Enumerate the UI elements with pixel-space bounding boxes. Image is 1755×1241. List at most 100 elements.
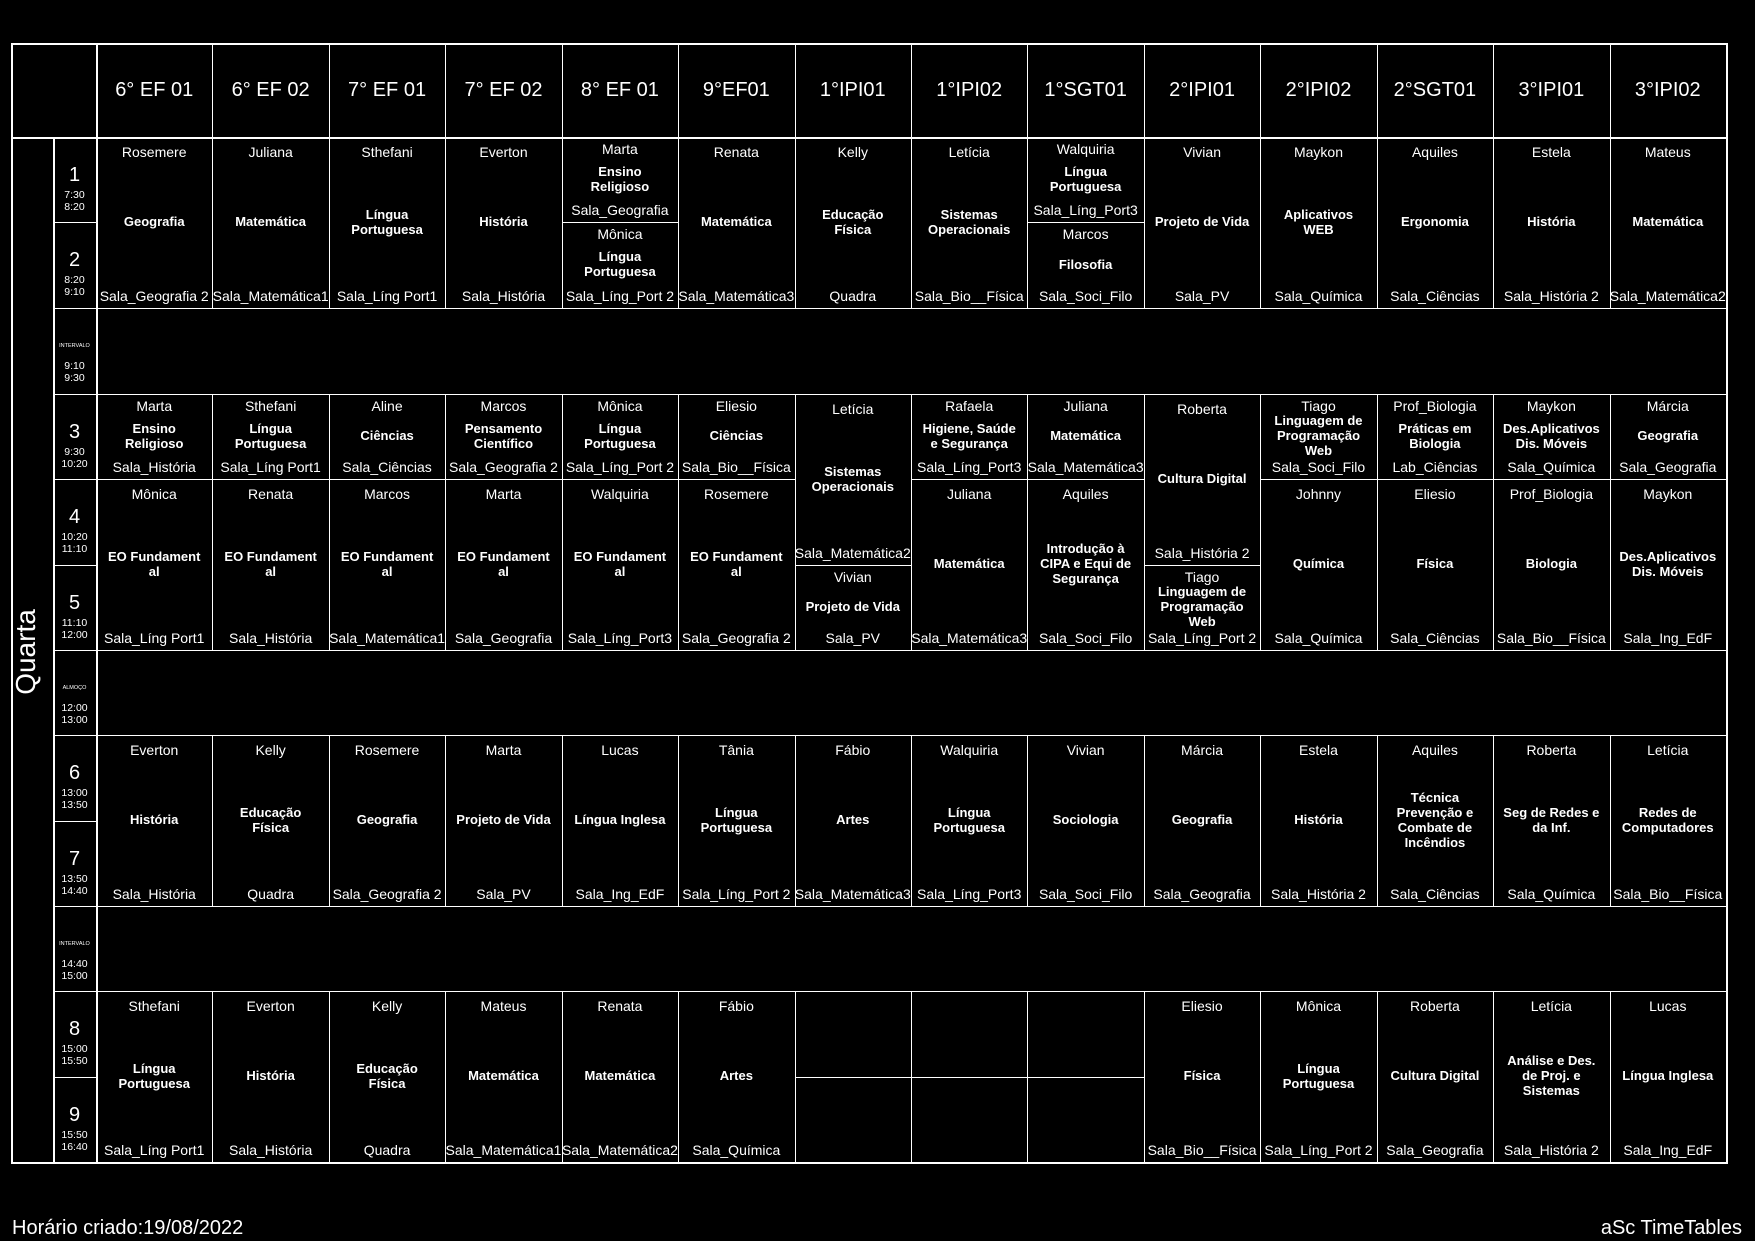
lesson-room: Sala_História	[229, 630, 313, 646]
lesson-subject: Língua Portuguesa	[584, 249, 656, 279]
lesson-border	[1609, 991, 1727, 992]
column-divider	[1609, 394, 1611, 650]
lesson-room: Sala_História	[112, 886, 196, 902]
column-divider	[212, 43, 214, 137]
lesson-room: Sala_Geografia	[1153, 886, 1251, 902]
lesson-room: Sala_História 2	[1503, 1142, 1599, 1158]
lesson-subject: História	[1527, 214, 1576, 229]
lesson-border	[212, 137, 330, 138]
class-header: 3°IPI01	[1518, 79, 1585, 101]
column-divider	[328, 394, 330, 650]
lesson-teacher: Marta	[602, 141, 638, 157]
column-divider	[1260, 735, 1262, 906]
lesson-subject: EO Fundament al	[224, 548, 317, 579]
lesson-room: Lab_Ciências	[1392, 459, 1478, 475]
lesson-teacher: Mateus	[1644, 144, 1691, 160]
lesson-border	[96, 906, 214, 907]
lesson-border	[1143, 394, 1262, 395]
lesson-teacher: Kelly	[255, 742, 286, 758]
lesson-subject: Higiene, Saúde e Segurança	[922, 420, 1016, 451]
lesson-border	[328, 1162, 447, 1163]
column-divider	[212, 735, 214, 906]
lesson-border	[678, 906, 796, 907]
lesson-teacher: Marcos	[480, 398, 527, 414]
lesson-room: Sala_História 2	[1503, 288, 1599, 304]
lesson-room: Quadra	[829, 288, 877, 304]
lesson-border	[1609, 394, 1727, 395]
lesson-teacher: Juliana	[947, 486, 992, 502]
lesson-room: Sala_Líng Port1	[104, 1142, 205, 1158]
break-time: 14:40 15:00	[61, 958, 88, 982]
lesson-border	[794, 906, 912, 907]
break-label: INTERVALO	[59, 343, 90, 349]
lesson-border	[212, 1162, 330, 1163]
lesson-border	[1143, 735, 1262, 736]
lesson-subject: EO Fundament al	[690, 548, 783, 579]
lesson-border	[561, 650, 680, 651]
lesson-subject: Geografia	[356, 812, 418, 827]
lesson-subject: Educação Física	[356, 1060, 418, 1091]
lesson-room: Sala_Ciências	[1390, 288, 1480, 304]
lesson-room: Sala_Ciências	[1390, 630, 1480, 646]
column-divider	[678, 735, 680, 906]
period-separator	[53, 565, 96, 566]
lesson-teacher: Everton	[130, 742, 179, 758]
lesson-border	[445, 137, 563, 138]
lesson-subject: Língua Portuguesa	[933, 804, 1005, 835]
lesson-border	[96, 735, 214, 736]
lesson-border	[212, 650, 330, 651]
lesson-teacher: Renata	[248, 486, 294, 502]
lesson-room: Quadra	[363, 1142, 411, 1158]
period-separator	[53, 222, 96, 223]
lesson-teacher: Aquiles	[1411, 144, 1458, 160]
lesson-border	[328, 308, 447, 309]
lesson-room: Sala_PV	[476, 886, 531, 902]
lesson-room: Sala_Geografia 2	[449, 459, 558, 475]
lesson-subject: Introdução à CIPA e Equi de Segurança	[1040, 541, 1132, 586]
lesson-border	[328, 735, 447, 736]
column-divider	[328, 43, 330, 137]
lesson-border	[794, 394, 912, 395]
column-divider	[445, 137, 447, 308]
lesson-subject: Cultura Digital	[1157, 471, 1247, 486]
lesson-room: Sala_PV	[825, 630, 881, 646]
period-time: 13:00 13:50	[61, 787, 88, 811]
lesson-border	[445, 650, 563, 651]
lesson-border	[561, 991, 680, 992]
lesson-teacher: Aquiles	[1411, 742, 1458, 758]
lesson-teacher: Everton	[246, 998, 295, 1014]
lesson-teacher: Renata	[713, 144, 759, 160]
lesson-subject: Língua Portuguesa	[351, 206, 423, 237]
lesson-subject: Matemática	[235, 214, 307, 229]
column-divider	[911, 991, 912, 1162]
column-divider	[445, 43, 447, 137]
lesson-teacher: Vivian	[1183, 144, 1221, 160]
break-label: ALMOÇO	[62, 685, 87, 691]
lesson-room: Sala_Matemática3	[794, 886, 911, 902]
lesson-teacher: Maykon	[1293, 144, 1343, 160]
lesson-room: Sala_História	[112, 459, 196, 475]
lesson-border	[1143, 565, 1262, 566]
lesson-border	[1027, 650, 1145, 651]
lesson-border	[212, 906, 330, 907]
lesson-subject: Ciências	[709, 428, 764, 443]
lesson-teacher: Tiago	[1301, 398, 1336, 414]
period-separator	[53, 479, 96, 480]
column-divider	[1493, 137, 1495, 308]
lesson-room: Sala_História	[461, 288, 546, 304]
lesson-border	[212, 394, 330, 395]
lesson-teacher: Sthefani	[244, 398, 297, 414]
lesson-room: Sala_Matemática1	[329, 630, 446, 646]
class-header: 7° EF 01	[348, 79, 427, 101]
lesson-subject: Práticas em Biologia	[1398, 420, 1472, 451]
lesson-border	[911, 137, 1029, 138]
period-number: 7	[68, 848, 81, 870]
lesson-subject: Sociologia	[1052, 812, 1119, 827]
lesson-border	[96, 137, 214, 138]
lesson-room: Sala_Geografia	[1619, 459, 1717, 475]
lesson-border	[1143, 906, 1262, 907]
lesson-room: Sala_Bio__Física	[681, 459, 791, 475]
lesson-room: Sala_Geografia	[454, 630, 553, 646]
lesson-room: Sala_Líng Port1	[220, 459, 321, 475]
lesson-teacher: Roberta	[1526, 742, 1577, 758]
